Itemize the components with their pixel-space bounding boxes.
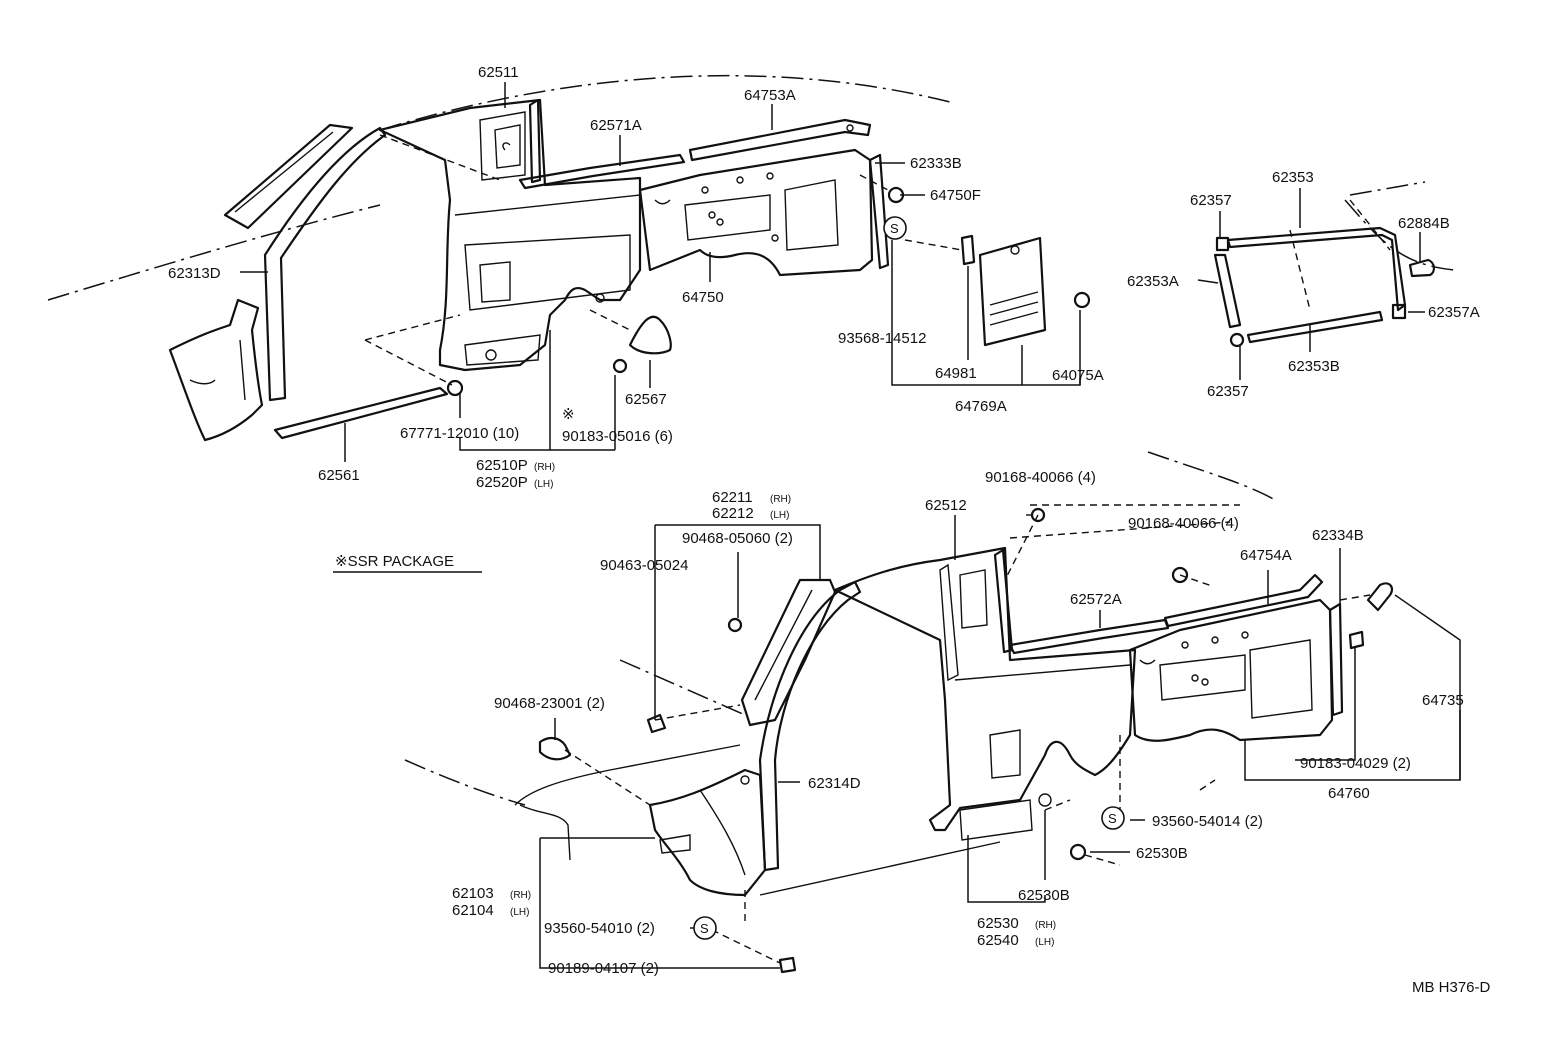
cowl-side-trim-upper <box>168 298 264 442</box>
label-90468-23001: 90468-23001 (2) <box>494 695 605 712</box>
label-62357A: 62357A <box>1428 304 1480 321</box>
label-90183-04029: 90183-04029 (2) <box>1300 755 1411 772</box>
label-62572A: 62572A <box>1070 591 1122 608</box>
label-62353: 62353 <box>1272 169 1314 186</box>
label-64769A: 64769A <box>955 398 1007 415</box>
back-window-weatherstrip-group <box>1213 226 1435 348</box>
label-64754A: 64754A <box>1240 547 1292 564</box>
front-pillar-garnish-lower <box>740 578 862 872</box>
label-62357-top: 62357 <box>1190 192 1232 209</box>
back-pillar-garnish-lower <box>1328 602 1365 717</box>
label-62103-rh: (RH) <box>510 890 531 901</box>
label-64750F: 64750F <box>930 187 981 204</box>
label-62104-lh: (LH) <box>510 907 529 918</box>
label-90183-05016: 90183-05016 (6) <box>562 428 673 445</box>
back-pillar-garnish-upper <box>868 153 890 270</box>
luggage-side-panel-lower <box>1128 598 1334 742</box>
label-64750: 64750 <box>682 289 724 306</box>
label-62211-rh: (RH) <box>770 494 791 505</box>
s-symbol-text: S <box>1108 811 1117 826</box>
label-93560-54010: 93560-54010 (2) <box>544 920 655 937</box>
label-93568-14512: 93568-14512 <box>838 330 926 347</box>
label-62511: 62511 <box>478 64 519 81</box>
s-symbol-text: S <box>700 921 709 936</box>
label-62357-bottom: 62357 <box>1207 383 1249 400</box>
cap-64735-icon <box>1366 582 1394 612</box>
s-symbol-lower-right: S <box>1101 806 1125 830</box>
leader-lines <box>240 82 1461 969</box>
label-62353A: 62353A <box>1127 273 1179 290</box>
label-62540: 62540 <box>977 932 1019 949</box>
quarter-trim-panel-lower <box>833 546 1137 841</box>
part-labels: 62511 64753A 62571A 62333B 64750F 62313D… <box>168 64 1480 977</box>
label-62334B: 62334B <box>1312 527 1364 544</box>
label-62561: 62561 <box>318 467 360 484</box>
label-62353B: 62353B <box>1288 358 1340 375</box>
label-62314D: 62314D <box>808 775 861 792</box>
label-62530: 62530 <box>977 915 1019 932</box>
label-90468-05060: 90468-05060 (2) <box>682 530 793 547</box>
s-symbol-text: S <box>890 221 899 236</box>
s-symbol-lower-left: S <box>693 916 717 940</box>
assembly-dashed-lines <box>364 134 1391 964</box>
cowl-side-trim-lower <box>648 768 767 897</box>
roof-side-strip-lower <box>1163 573 1324 628</box>
quarter-trim-panel-upper <box>378 98 642 372</box>
body-floor-outline <box>514 744 1001 896</box>
body-reference-lines <box>47 74 1456 806</box>
label-62520P: 62520P <box>476 474 528 491</box>
package-note-text: ※SSR PACKAGE <box>335 553 454 570</box>
label-90168-40066-a: 90168-40066 (4) <box>985 469 1096 486</box>
s-symbol-upper: S <box>883 216 907 240</box>
service-hole-cover <box>960 234 1091 347</box>
label-62510P: 62510P <box>476 457 528 474</box>
package-note: ※SSR PACKAGE <box>333 553 482 573</box>
label-64735: 64735 <box>1422 692 1464 709</box>
cap-62567-icon <box>612 315 672 374</box>
label-62103: 62103 <box>452 885 494 902</box>
label-93560-54014: 93560-54014 (2) <box>1152 813 1263 830</box>
label-62212: 62212 <box>712 505 754 522</box>
label-62212-lh: (LH) <box>770 510 789 521</box>
label-62540-lh: (LH) <box>1035 937 1054 948</box>
label-64753A: 64753A <box>744 87 796 104</box>
label-62884B: 62884B <box>1398 215 1450 232</box>
label-62211: 62211 <box>712 489 753 506</box>
label-62313D: 62313D <box>168 265 221 282</box>
label-62530-rh: (RH) <box>1035 920 1056 931</box>
label-64075A: 64075A <box>1052 367 1104 384</box>
upper-trim-strip-lower <box>993 548 1170 655</box>
label-64981: 64981 <box>935 365 977 382</box>
label-90463-05024: 90463-05024 <box>600 557 688 574</box>
label-62104: 62104 <box>452 902 494 919</box>
front-pillar-garnish-upper <box>223 123 387 402</box>
label-90168-40066-b: 90168-40066 (4) <box>1128 515 1239 532</box>
label-ssr-star: ※ <box>562 406 575 423</box>
label-64760: 64760 <box>1328 785 1370 802</box>
label-62530B-b: 62530B <box>1018 887 1070 904</box>
label-62333B: 62333B <box>910 155 962 172</box>
label-67771-12010: 67771-12010 (10) <box>400 425 519 442</box>
label-62520P-lh: (LH) <box>534 479 553 490</box>
label-62512: 62512 <box>925 497 967 514</box>
roof-side-strip-upper <box>688 118 872 162</box>
label-62530B-a: 62530B <box>1136 845 1188 862</box>
luggage-side-panel-upper <box>638 148 874 277</box>
upper-trim-strip-upper <box>518 98 686 190</box>
label-62567: 62567 <box>625 391 667 408</box>
label-62571A: 62571A <box>590 117 642 134</box>
scuff-plate-upper <box>273 379 464 440</box>
label-90189-04107: 90189-04107 (2) <box>548 960 659 977</box>
drawing-code: MB H376-D <box>1412 979 1491 996</box>
lower-fasteners <box>538 507 1189 974</box>
label-62510P-rh: (RH) <box>534 462 555 473</box>
